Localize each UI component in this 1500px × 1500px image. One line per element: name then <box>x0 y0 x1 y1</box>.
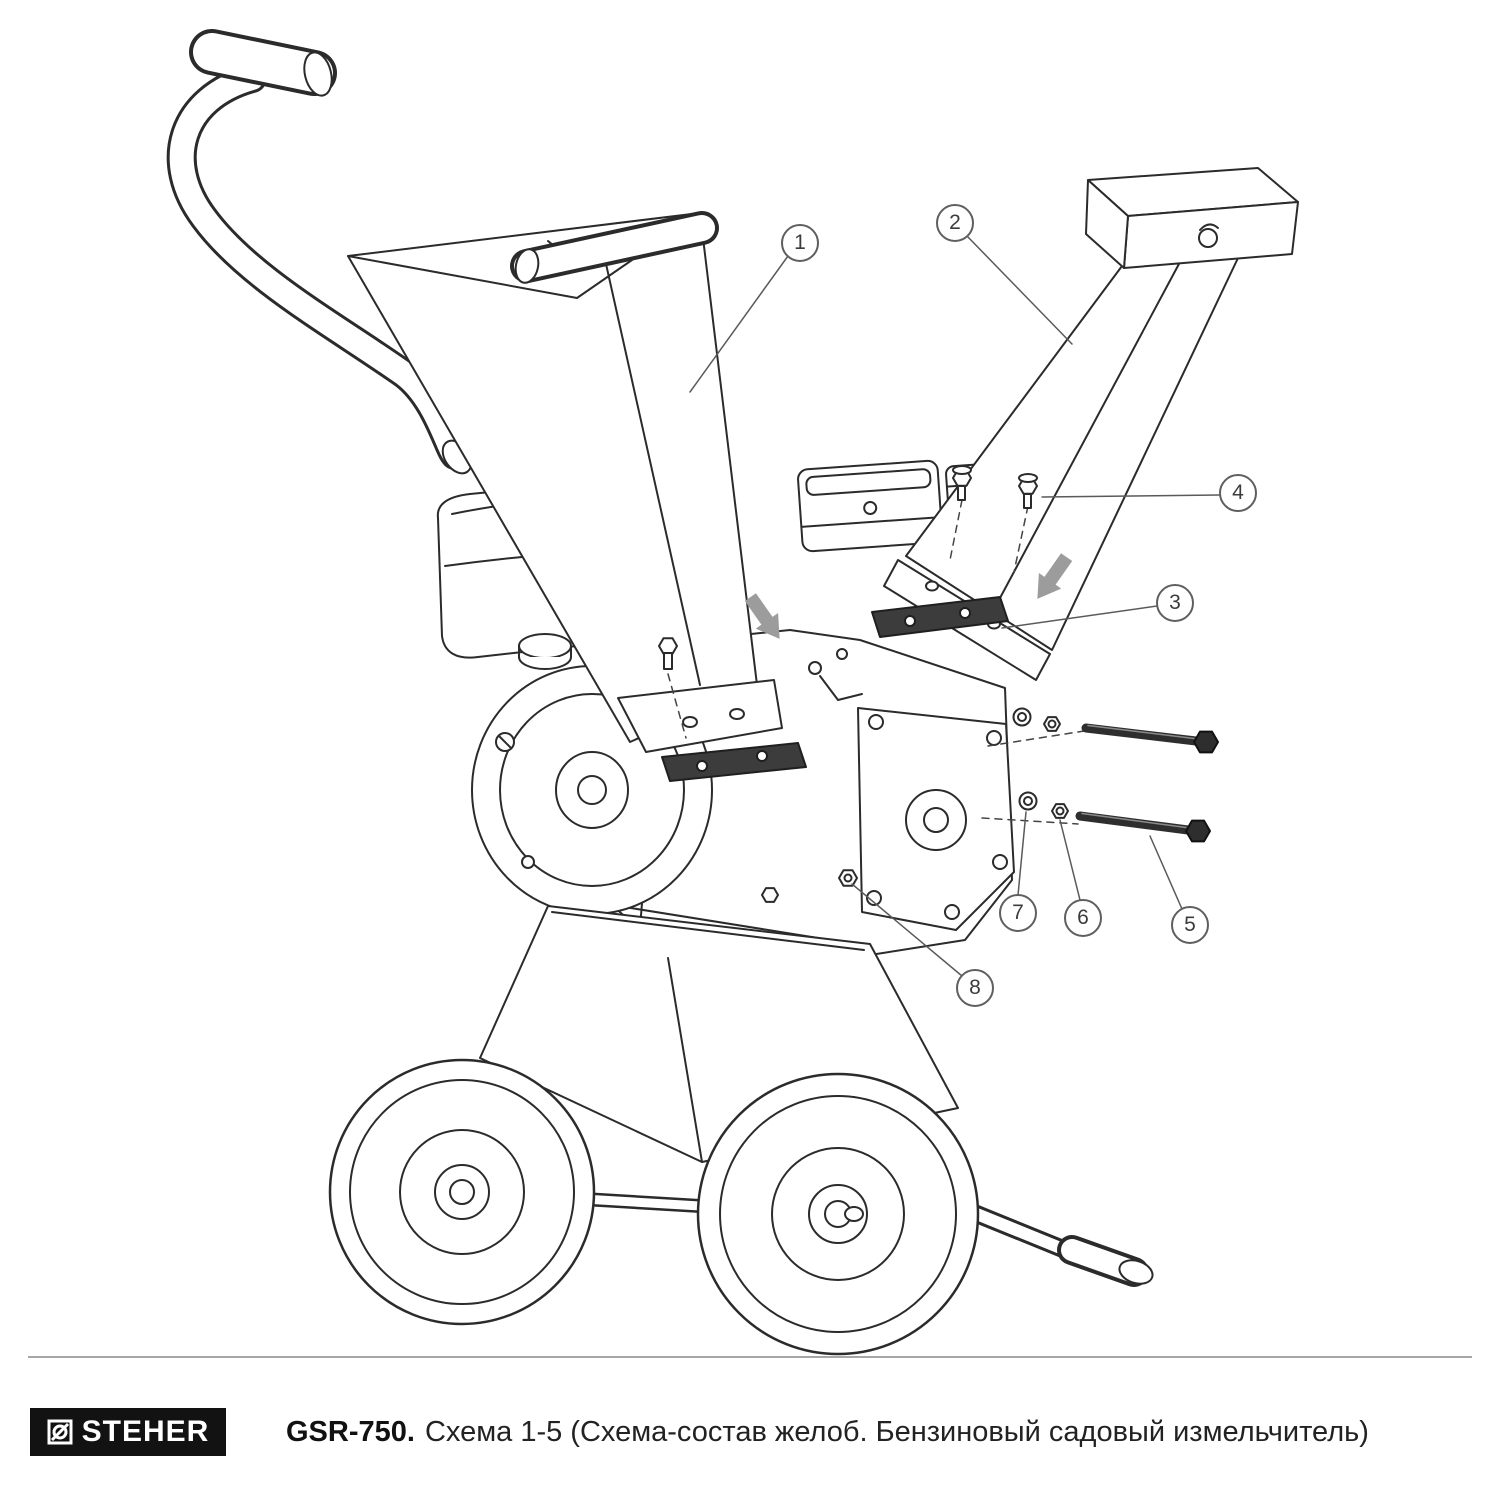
direction-arrows <box>744 553 1073 639</box>
brand-name: STEHER <box>81 1415 210 1448</box>
handle-bar <box>166 29 473 475</box>
leader-lines <box>689 235 1221 977</box>
caption-text: Схема 1-5 (Схема-состав желоб. Бензиновы… <box>424 1415 1369 1448</box>
washers-nuts <box>1012 707 1069 819</box>
assembly-axes <box>981 730 1085 825</box>
callout-6: 6 <box>1064 899 1102 937</box>
model-number: GSR-750. <box>286 1415 415 1448</box>
left-wheel <box>328 1058 596 1326</box>
callout-7: 7 <box>999 894 1037 932</box>
steher-logo: STEHER <box>30 1408 226 1456</box>
callout-3: 3 <box>1156 584 1194 622</box>
steher-logo-icon <box>47 1419 73 1445</box>
feed-chute-left <box>347 211 783 753</box>
top-bolts <box>949 465 1038 573</box>
callout-5: 5 <box>1171 906 1209 944</box>
callout-8: 8 <box>956 969 994 1007</box>
feed-chute-right <box>883 167 1299 681</box>
callout-4: 4 <box>1219 474 1257 512</box>
long-bolts <box>1075 723 1219 843</box>
right-wheel <box>696 1072 980 1356</box>
callout-2: 2 <box>936 204 974 242</box>
mounting-plates <box>661 596 1009 782</box>
callout-1: 1 <box>781 224 819 262</box>
diagram-caption: GSR-750. Схема 1-5 (Схема-состав желоб. … <box>286 1408 1369 1456</box>
footer-divider <box>28 1356 1472 1358</box>
